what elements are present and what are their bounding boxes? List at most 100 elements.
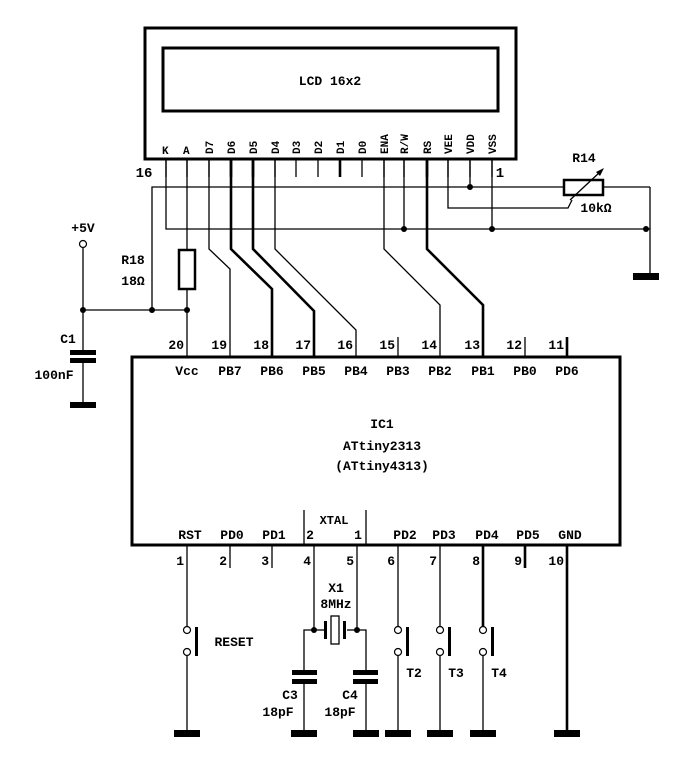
x1-name: X1 xyxy=(328,581,344,596)
r14-value: 10kΩ xyxy=(580,201,611,216)
ic-pin-number: 14 xyxy=(421,338,437,353)
ic-pin-name: RST xyxy=(178,528,202,543)
power-label: +5V xyxy=(71,221,95,236)
ic-pin-number: 7 xyxy=(429,554,437,569)
wires xyxy=(82,159,651,402)
ground-symbol xyxy=(427,730,453,737)
lcd-pin-label-vss: VSS xyxy=(488,134,500,154)
x1-value: 8MHz xyxy=(320,597,351,612)
ic-name: IC1 xyxy=(370,417,394,432)
t2-switch: T2 xyxy=(393,625,422,681)
lcd-pin-label-d0: D0 xyxy=(358,141,370,154)
ic-alt-part: (ATtiny4313) xyxy=(335,459,429,474)
ic-pin-name: PB6 xyxy=(260,364,284,379)
lcd-pin-label-d3: D3 xyxy=(292,140,304,154)
ic-pin-name: PD3 xyxy=(432,528,456,543)
lcd-pin-label-d1: D1 xyxy=(336,140,348,154)
t4-label: T4 xyxy=(491,666,507,681)
lcd-pin-label-vdd: VDD xyxy=(466,134,478,154)
ic-pin-number: 10 xyxy=(548,554,564,569)
t3-label: T3 xyxy=(448,666,464,681)
ic-pin-number: 3 xyxy=(261,554,269,569)
t2-label: T2 xyxy=(406,666,422,681)
ic-part: ATtiny2313 xyxy=(343,439,421,454)
ic-pin-name: PB2 xyxy=(428,364,452,379)
ic-pin-name: PB4 xyxy=(344,364,368,379)
ground-symbols xyxy=(174,730,580,737)
reset-switch: RESET xyxy=(182,625,254,657)
lcd-pin-16-label: 16 xyxy=(136,166,153,182)
lcd-pin-label-ena: ENA xyxy=(380,134,392,154)
ground-symbol xyxy=(385,730,411,737)
lcd-pin-label-rs: RS xyxy=(423,140,435,154)
t3-switch: T3 xyxy=(435,625,464,681)
ic-pin-number: 15 xyxy=(379,338,395,353)
c3-name: C3 xyxy=(282,688,298,703)
c4-value: 18pF xyxy=(324,705,355,720)
ic-pin-number: 6 xyxy=(387,554,395,569)
r14-name: R14 xyxy=(572,151,596,166)
c1-capacitor: C1 100nF xyxy=(34,332,96,408)
ic-pin-number: 18 xyxy=(253,338,269,353)
c4-capacitor: C4 18pF xyxy=(324,670,378,720)
r18-value: 18Ω xyxy=(121,274,145,289)
ic-pin-name: PD4 xyxy=(475,528,499,543)
lcd-screen xyxy=(161,46,500,113)
ic-pin-name: PD6 xyxy=(555,364,579,379)
ic-pin-number: 2 xyxy=(219,554,227,569)
ground-symbol xyxy=(174,730,200,737)
lcd-pin-label-vee: VEE xyxy=(444,134,456,154)
t4-switch: T4 xyxy=(478,625,507,681)
r18-name: R18 xyxy=(121,253,145,268)
ic-pin-name: PB5 xyxy=(302,364,326,379)
ic-pin-name: 1 xyxy=(354,528,362,543)
xtal-label: XTAL xyxy=(320,514,349,528)
reset-label: RESET xyxy=(214,635,253,650)
ic-pin-name: PD1 xyxy=(262,528,286,543)
ic-pin-number: 11 xyxy=(548,338,564,353)
ground-symbol xyxy=(353,730,379,737)
lcd-pin-label-d4: D4 xyxy=(271,140,283,154)
ic-pin-number: 4 xyxy=(303,554,311,569)
junctions xyxy=(80,184,649,313)
ic-pin-number: 20 xyxy=(168,338,184,353)
ic-pin-name: PB3 xyxy=(386,364,410,379)
ic-pin-name: PD5 xyxy=(516,528,540,543)
c1-name: C1 xyxy=(60,332,76,347)
ground-symbol xyxy=(291,730,317,737)
lcd-pin-label-r-w: R/W xyxy=(400,134,412,154)
ic-pin-name: PB1 xyxy=(471,364,495,379)
ic-pin-number: 5 xyxy=(346,554,354,569)
ic-pin-name: PD2 xyxy=(393,528,417,543)
ic-outline xyxy=(130,355,622,547)
ic-pin-number: 17 xyxy=(295,338,311,353)
lcd-pin-1-label: 1 xyxy=(496,166,504,182)
c3-capacitor: C3 18pF xyxy=(262,670,317,720)
r14-potentiometer: R14 10kΩ xyxy=(562,151,612,216)
c4-name: C4 xyxy=(342,688,358,703)
power-5v: +5V xyxy=(71,221,95,249)
ground-symbol xyxy=(554,730,580,737)
lcd-pin-label-d6: D6 xyxy=(227,141,239,154)
ic1-chip: IC1 ATtiny2313 (ATtiny4313) 20Vcc19PB718… xyxy=(130,337,622,569)
lcd-pin-label-a: A xyxy=(183,146,190,158)
ground-symbol xyxy=(470,730,496,737)
ic-pin-number: 1 xyxy=(176,554,184,569)
ic-pin-number: 19 xyxy=(211,338,227,353)
c1-value: 100nF xyxy=(34,368,73,383)
ic-pin-number: 12 xyxy=(506,338,522,353)
r18-resistor: R18 18Ω xyxy=(121,248,197,291)
ic-pin-name: GND xyxy=(558,528,582,543)
ground-symbol xyxy=(633,273,659,280)
ic-pin-name: 2 xyxy=(306,528,314,543)
lcd-pin-label-d2: D2 xyxy=(314,141,326,154)
ic-pin-name: PB0 xyxy=(513,364,537,379)
ic-pin-name: PD0 xyxy=(220,528,244,543)
lcd-pin-label-k: K xyxy=(162,146,169,158)
ic-pin-name: PB7 xyxy=(218,364,241,379)
x1-crystal: X1 8MHz xyxy=(311,581,360,645)
ic-pin-number: 8 xyxy=(472,554,480,569)
ic-pin-name: Vcc xyxy=(175,364,199,379)
